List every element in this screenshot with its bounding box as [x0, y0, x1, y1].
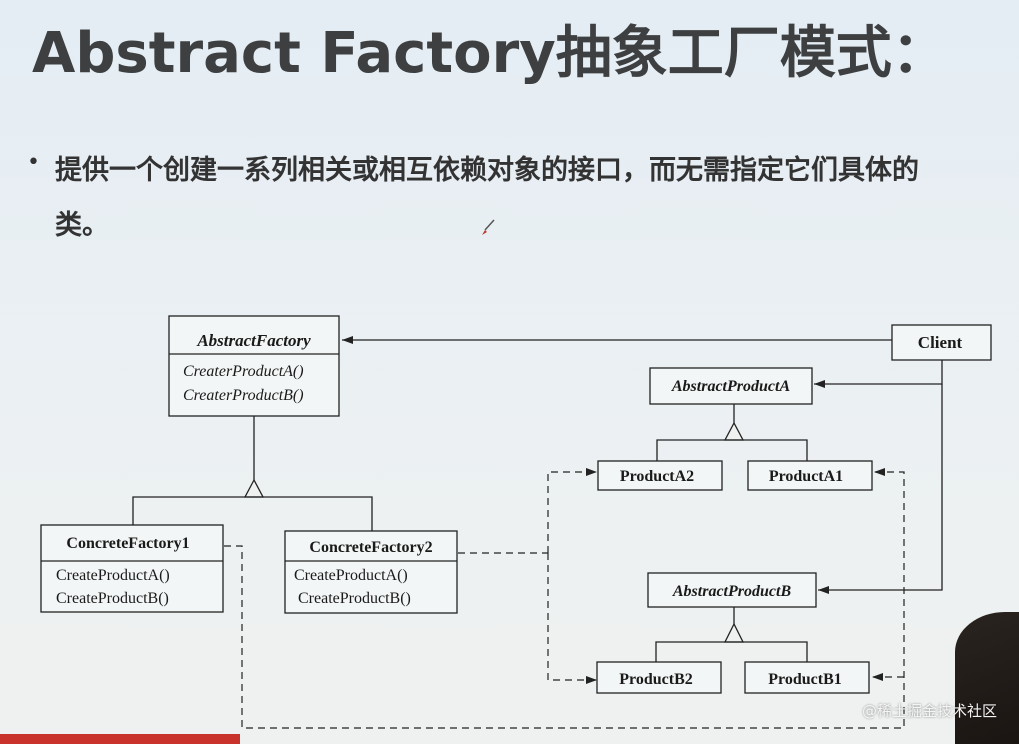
- abstractfactory-op-b: CreaterProductB(): [183, 387, 304, 404]
- abstractfactory-name: AbstractFactory: [196, 331, 311, 350]
- class-client: Client: [891, 324, 992, 361]
- class-abstractproductb: AbstractProductB: [647, 572, 817, 608]
- abstractproductb-inherit-triangle: [723, 622, 745, 643]
- client-name: Client: [918, 333, 963, 352]
- concretefactory2-op-b: CreateProductB(): [298, 590, 411, 607]
- class-producta1: ProductA1: [747, 460, 873, 491]
- factory-inherit-branch: [132, 496, 373, 531]
- producta2-name: ProductA2: [620, 468, 694, 485]
- abstractproducta-inherit-triangle: [723, 421, 745, 441]
- concretefactory2-name: ConcreteFactory2: [309, 539, 432, 556]
- class-concretefactory1: ConcreteFactory1 CreateProductA() Create…: [40, 524, 224, 613]
- pen-cursor-icon: [482, 219, 495, 235]
- class-producta2: ProductA2: [597, 460, 723, 491]
- productb2-name: ProductB2: [619, 671, 692, 688]
- abstractproducta-name: AbstractProductA: [671, 378, 791, 395]
- client-to-abstractproducta-line: [814, 360, 943, 388]
- class-abstractfactory: AbstractFactory CreaterProductA() Create…: [168, 315, 340, 417]
- abstractfactory-op-a: CreaterProductA(): [183, 363, 304, 380]
- class-productb2: ProductB2: [596, 661, 722, 694]
- producta-inherit-branch: [656, 439, 808, 461]
- class-concretefactory2: ConcreteFactory2 CreateProductA() Create…: [284, 530, 458, 614]
- bullet-text: 提供一个创建一系列相关或相互依赖对象的接口，而无需指定它们具体的类。: [55, 155, 919, 241]
- concretefactory2-op-a: CreateProductA(): [294, 567, 408, 584]
- client-to-abstractproductb-line: [818, 384, 943, 594]
- abstractproductb-name: AbstractProductB: [672, 583, 792, 600]
- concretefactory1-op-a: CreateProductA(): [56, 567, 170, 584]
- factory2-to-productb2-line: [547, 553, 597, 684]
- bullet-marker: •: [27, 150, 40, 175]
- producta1-name: ProductA1: [769, 468, 843, 485]
- class-productb1: ProductB1: [744, 661, 870, 694]
- factory1-dependency-line: [224, 468, 905, 729]
- factory2-to-producta2-line: [547, 468, 597, 553]
- abstractfactory-inherit-triangle: [243, 478, 265, 498]
- slide-title: Abstract Factory抽象工厂模式：: [32, 21, 948, 86]
- productb-inherit-branch: [655, 641, 808, 662]
- watermark: @稀土掘金技术社区: [861, 702, 997, 720]
- class-abstractproducta: AbstractProductA: [649, 367, 813, 405]
- presenter-silhouette: [955, 612, 1019, 744]
- concretefactory1-op-b: CreateProductB(): [56, 590, 169, 607]
- productb1-name: ProductB1: [768, 671, 841, 688]
- logo-strip: [0, 734, 240, 744]
- concretefactory1-name: ConcreteFactory1: [66, 535, 189, 552]
